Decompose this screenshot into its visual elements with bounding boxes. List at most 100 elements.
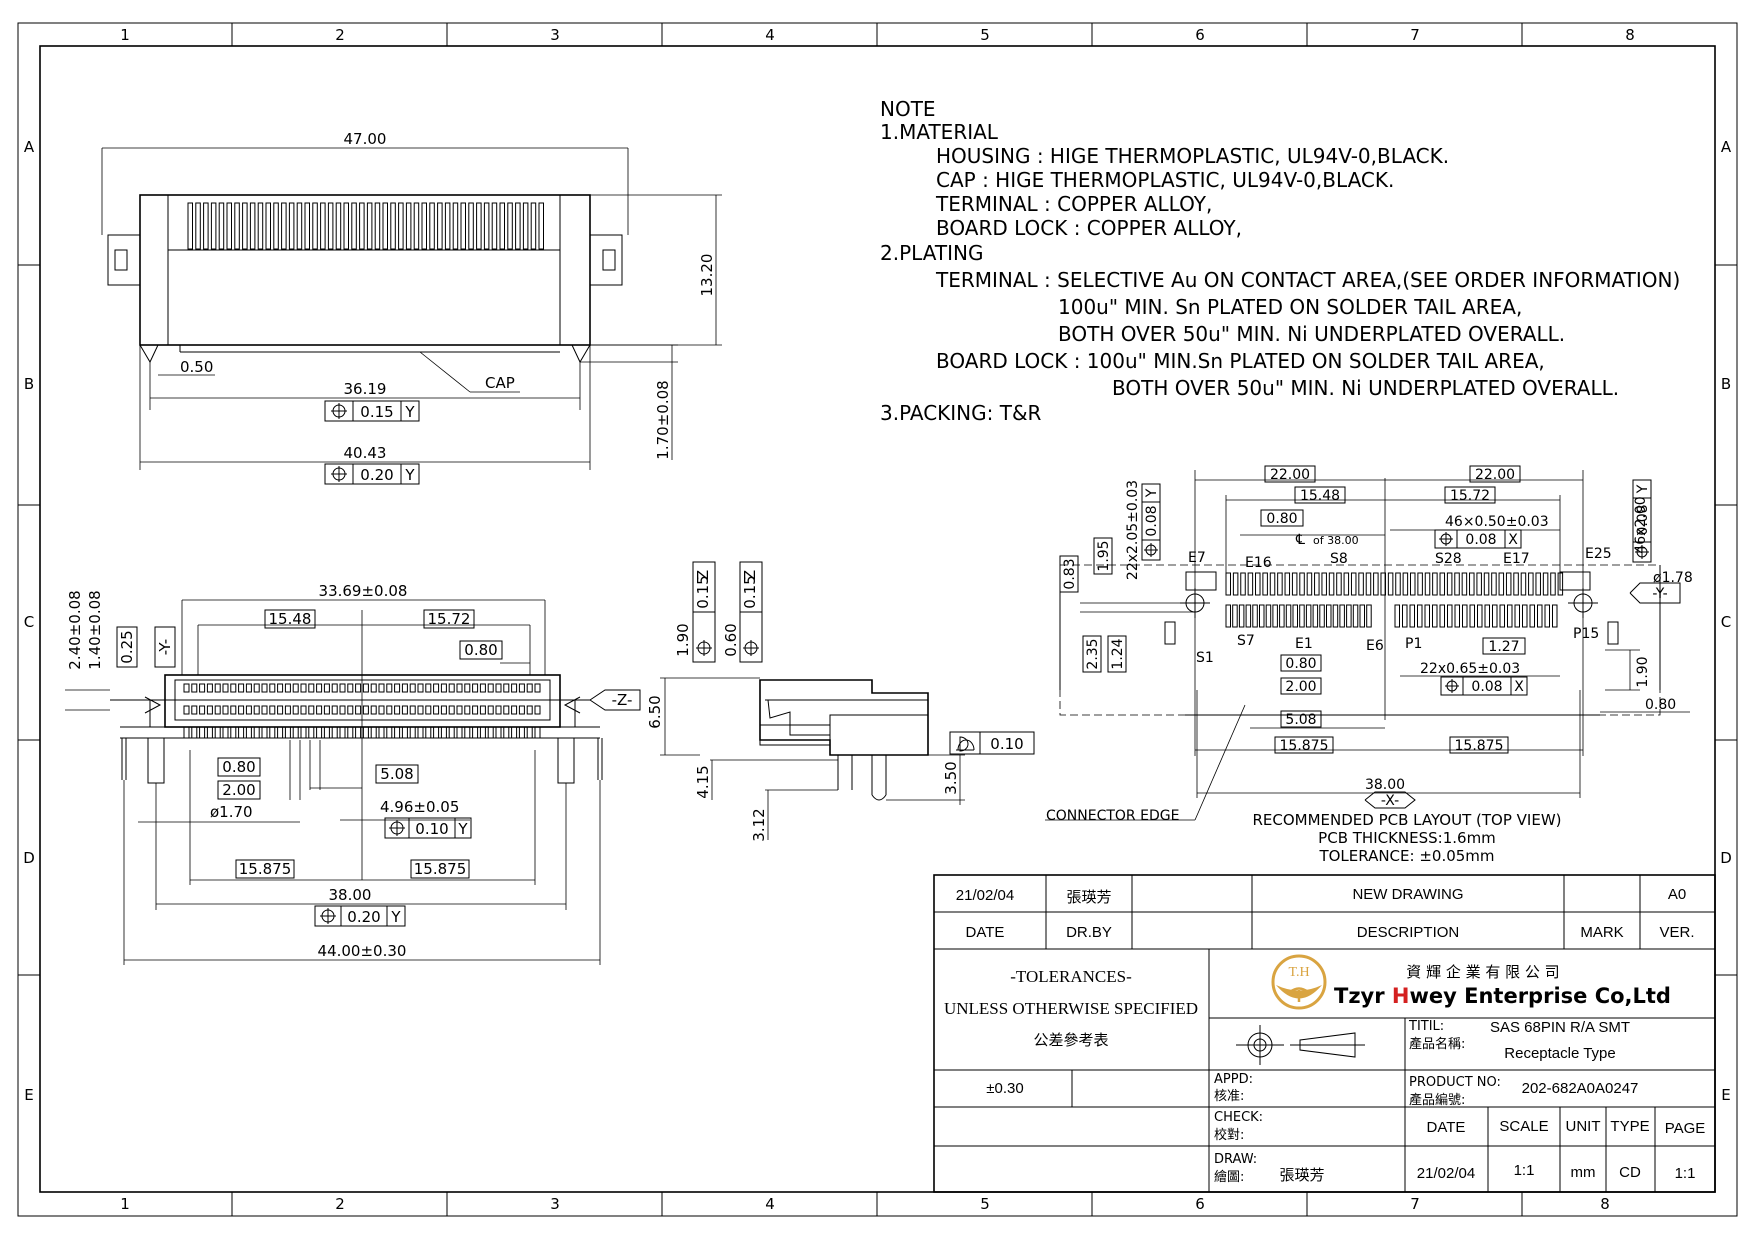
check-label-cn: 校對: [1214,1127,1244,1143]
row-label: E [1721,1086,1730,1104]
tail [456,726,463,739]
header-drby: DR.BY [1066,924,1112,941]
fcf-datum: X [1508,532,1518,548]
dim-1-90: 1.90 [674,623,692,656]
dim-dia-1-70: ø1.70 [210,803,253,821]
tail [261,726,268,739]
contact [316,705,323,715]
notes-heading: NOTE [880,97,936,121]
fcf-tol: 0.08 [1144,505,1160,536]
contact [440,705,447,715]
pin [210,202,217,250]
col-label: 3 [550,1195,560,1213]
fcf-datum: Y [404,466,415,484]
dim-0-80: 0.80 [1645,697,1676,713]
note-line: BOARD LOCK : 100u" MIN.Sn PLATED ON SOLD… [936,349,1545,373]
contact [440,683,447,693]
dim-46x2-00: 46x2.00 [1633,496,1649,553]
tail [191,726,198,739]
pin [312,202,318,250]
val-page: 1:1 [1675,1165,1696,1182]
product-title-2: Receptacle Type [1504,1045,1615,1062]
contact [417,683,424,693]
pad [1352,604,1359,628]
dim-3-12: 3.12 [750,808,768,841]
logo-text: T.H [1288,965,1309,980]
rev-description: NEW DRAWING [1352,886,1463,903]
cl-of-38: of 38.00 [1313,534,1359,547]
header-date: DATE [966,924,1005,941]
pad [1238,604,1245,628]
pad [1513,572,1519,596]
pad [1529,604,1535,628]
contact [284,705,291,715]
pad [1299,604,1305,628]
contact [378,705,385,715]
tail [238,726,245,739]
contact [284,683,291,693]
pin [444,202,451,250]
note-line: BOARD LOCK : COPPER ALLOY, [936,216,1242,240]
tail [425,726,432,739]
tail [331,726,338,739]
tail [362,726,369,739]
pad [1483,572,1490,596]
contact [518,683,525,693]
pad-label-e17: E17 [1503,551,1530,567]
product-no-label: PRODUCT NO: [1409,1075,1501,1090]
row-label: B [24,375,34,393]
pin [304,202,310,250]
pad [1424,604,1430,628]
tail [386,726,393,739]
col-label: 2 [335,1195,345,1213]
pin [343,202,349,250]
dim-22-00: 22.00 [1270,467,1310,483]
pad [1247,572,1254,596]
contact [479,683,486,693]
fcf-datum: Y [457,820,468,838]
fcf-datum: X [1514,679,1524,695]
pin [187,202,193,250]
dim-4-15: 4.15 [694,765,712,798]
col-date: DATE [1427,1119,1466,1136]
pin [351,202,357,250]
pad-label-s1: S1 [1196,650,1214,666]
contact [199,705,206,715]
tail [355,726,362,739]
row-label: B [1721,375,1731,393]
pin [382,202,388,250]
drawer-name: 張瑛芳 [1279,1166,1324,1184]
contact [370,705,377,715]
fcf-tol: 0.15 [360,403,393,421]
pad [1291,572,1298,596]
contact [191,683,198,693]
pad [1279,604,1285,628]
pad [1469,604,1475,628]
dim-0-50: 0.50 [180,358,213,376]
pad [1505,572,1512,596]
pad [1484,604,1490,628]
dim-1-24: 1.24 [1110,638,1126,669]
contact [222,683,229,693]
contact [277,705,284,715]
fcf-tol: 0.08 [1635,504,1651,535]
col-label: 5 [980,26,990,44]
pad [1321,572,1327,596]
contact [261,705,268,715]
tail [479,726,486,739]
dim-33-69: 33.69±0.08 [319,582,408,600]
pad [1326,604,1332,628]
pcb-thickness: PCB THICKNESS:1.6mm [1318,829,1496,847]
dim-47: 47.00 [344,130,387,148]
pad [1262,572,1268,596]
contact [401,683,408,693]
pad [1312,604,1319,628]
fcf-tol: 0.20 [360,466,393,484]
contact [401,705,408,715]
pad-label-p1: P1 [1405,636,1422,652]
pad [1336,572,1342,596]
tail [518,726,525,739]
pad [1439,604,1445,628]
draw-label-cn: 繪圖: [1214,1169,1244,1185]
fcf-tol: 0.15 [694,575,712,608]
